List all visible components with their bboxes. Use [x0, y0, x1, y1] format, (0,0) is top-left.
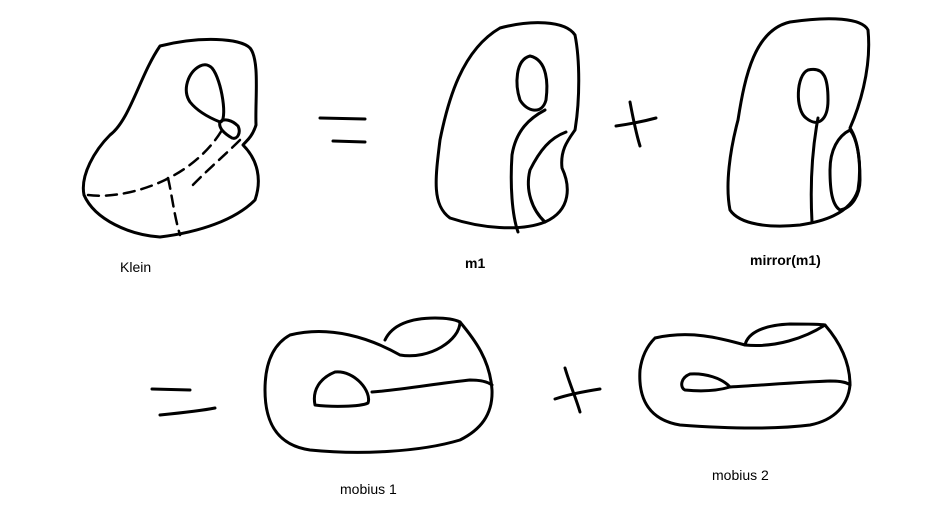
klein-bottle-sketch: [81, 38, 260, 239]
plus-sign-2: [553, 366, 602, 414]
label-klein: Klein: [120, 259, 152, 275]
label-mobius-2: mobius 2: [712, 467, 769, 483]
mirror-m1-sketch: [726, 17, 871, 228]
label-m1: m1: [465, 255, 486, 271]
mobius-2-sketch: [638, 322, 852, 430]
label-mobius-1: mobius 1: [340, 481, 397, 497]
equals-sign: [318, 116, 367, 144]
mobius-1-sketch: [263, 316, 494, 454]
m1-sketch: [434, 21, 581, 234]
equals-sign-2: [150, 387, 217, 417]
label-mirror-m1: mirror(m1): [750, 252, 821, 268]
plus-sign: [614, 100, 658, 148]
